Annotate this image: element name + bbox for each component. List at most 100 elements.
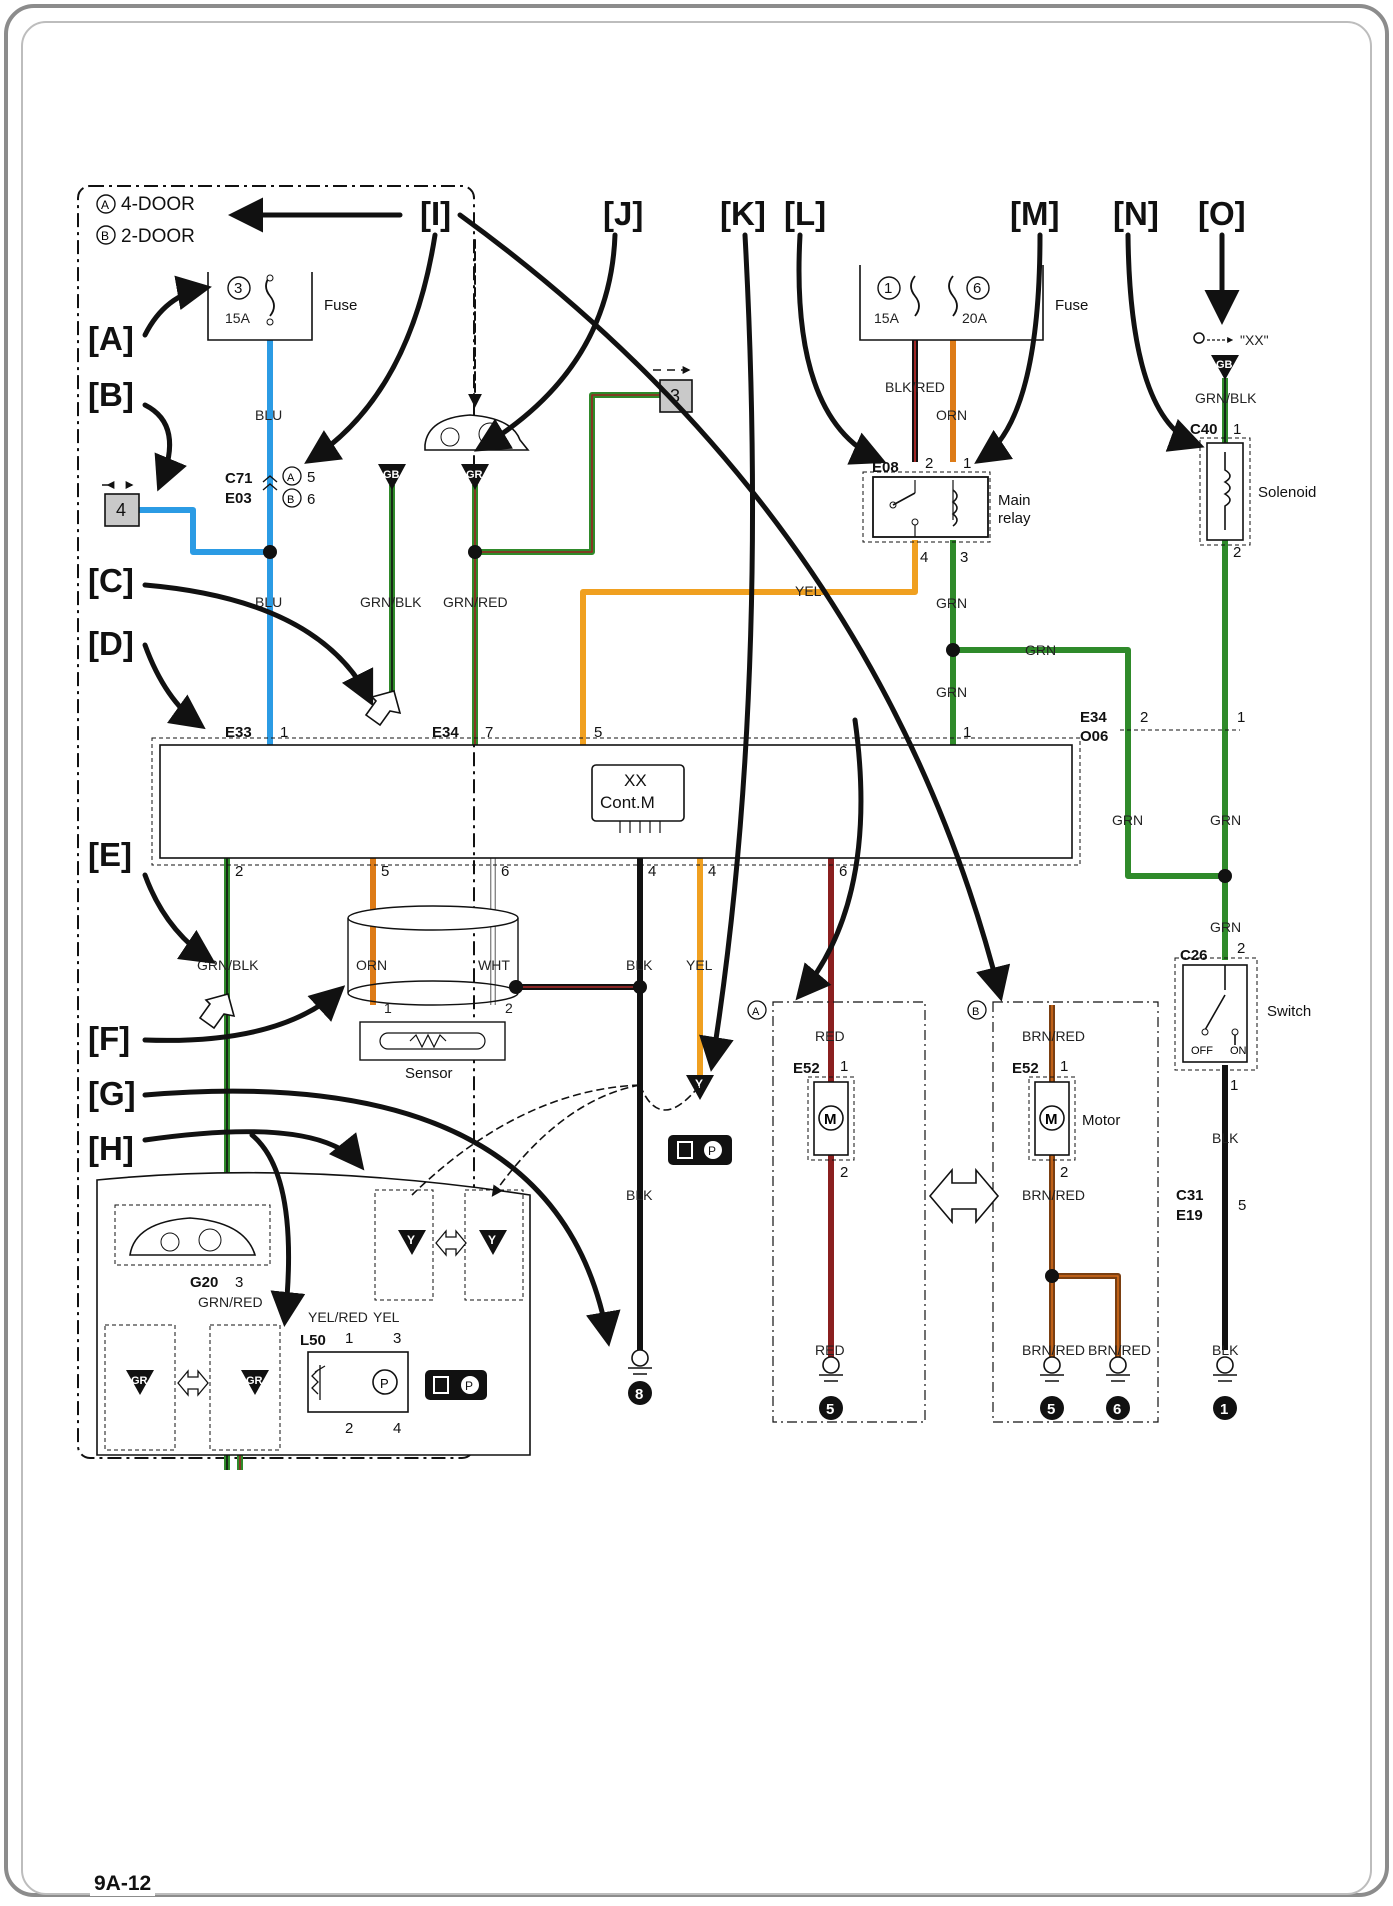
controller-block xyxy=(159,744,1073,859)
splice-grn xyxy=(946,643,960,657)
inset-splice-y-1-label: Y xyxy=(407,1233,415,1247)
splice-gr-top: GR xyxy=(461,464,489,490)
motor-b-m: M xyxy=(1045,1111,1058,1128)
ground-1-num: 1 xyxy=(1220,1401,1228,1418)
conn-e34: E34 xyxy=(432,724,459,741)
eye-icon xyxy=(1193,332,1205,344)
inset-alt-arrow-1 xyxy=(177,1369,209,1397)
label-blu-1: BLU xyxy=(255,407,282,423)
fuse-left-num: 3 xyxy=(234,280,242,297)
inset-pump-p: P xyxy=(380,1376,389,1391)
label-grn-2: GRN xyxy=(1025,642,1056,658)
label-blk-3: BLK xyxy=(1212,1130,1239,1146)
fuse-right-6-num: 6 xyxy=(973,280,981,297)
callout-l: [L] xyxy=(784,195,826,232)
label-blu-2: BLU xyxy=(255,594,282,610)
splice-gb-top-label: GB xyxy=(383,469,400,481)
conn-e08-p4: 4 xyxy=(920,549,928,566)
label-yel-2: YEL xyxy=(686,957,713,973)
page-frame-inner xyxy=(21,21,1372,1895)
splice-gb-right-label: GB xyxy=(1216,359,1233,371)
alternate-arrow xyxy=(928,1167,1000,1225)
controller-name2: Cont.M xyxy=(600,793,655,812)
label-yel-red: YEL/RED xyxy=(308,1309,368,1325)
inset-cluster-icon xyxy=(129,1217,257,1256)
pointer-c xyxy=(364,690,402,727)
callout-f: [F] xyxy=(88,1020,130,1057)
main-relay: Main relay E08 2 1 4 3 xyxy=(862,455,1031,566)
sensor: Sensor 1 2 xyxy=(347,905,519,1082)
callout-m: [M] xyxy=(1010,195,1059,232)
conn-c31: C31 xyxy=(1176,1187,1204,1204)
label-orn-2: ORN xyxy=(356,957,387,973)
pump-icon: P xyxy=(668,1135,732,1165)
splice-grn-red xyxy=(468,545,482,559)
legend-a-mark-text: A xyxy=(101,198,109,212)
fuse-left-label: Fuse xyxy=(324,297,357,314)
conn-c26: C26 xyxy=(1180,947,1208,964)
conn-c71-a-pin: 5 xyxy=(307,469,315,486)
conn-e34b: E34 xyxy=(1080,709,1107,726)
main-relay-label: Main xyxy=(998,492,1031,509)
fuse-box-left: 3 15A Fuse xyxy=(207,272,357,341)
fuse-left-rating: 15A xyxy=(225,310,251,326)
conn-e52a-p1: 1 xyxy=(840,1058,848,1075)
callout-e: [E] xyxy=(88,836,132,873)
motor-box-b xyxy=(992,1001,1159,1423)
conn-c71-mark xyxy=(262,475,278,491)
inset-cluster-box xyxy=(114,1204,271,1266)
fuse-right-1-rating: 15A xyxy=(874,310,900,326)
controller-name: XX xyxy=(624,771,647,790)
callout-i: [I] xyxy=(420,195,451,232)
label-orn-1: ORN xyxy=(936,407,967,423)
ground-5b: 5 xyxy=(1040,1356,1064,1420)
switch-off: OFF xyxy=(1191,1045,1213,1057)
solenoid: Solenoid C40 1 2 xyxy=(1190,421,1316,561)
label-grn-6: GRN xyxy=(1210,919,1241,935)
conn-l50-p4: 4 xyxy=(393,1420,401,1437)
switch: OFF ON Switch C26 2 1 xyxy=(1174,940,1311,1094)
callout-k: [K] xyxy=(720,195,766,232)
xx-signal: "XX" xyxy=(1240,332,1269,348)
conn-e34b-p1: 1 xyxy=(1237,709,1245,726)
label-brn-red-2: BRN/RED xyxy=(1022,1187,1085,1203)
label-blk-4: BLK xyxy=(1212,1342,1239,1358)
pin-bot-6: 6 xyxy=(501,863,509,880)
wire-grn-branch xyxy=(953,647,1225,879)
motor-box-a-mark: A xyxy=(752,1006,760,1018)
ref-box-4-text: 4 xyxy=(116,500,126,520)
conn-e08-p3: 3 xyxy=(960,549,968,566)
legend-b-mark-text: B xyxy=(101,229,109,243)
label-brn-red-1: BRN/RED xyxy=(1022,1028,1085,1044)
conn-c40-p1: 1 xyxy=(1233,421,1241,438)
wire-grn-red-branch-core xyxy=(475,394,660,553)
callout-a: [A] xyxy=(88,320,134,357)
motor-label: Motor xyxy=(1082,1112,1120,1129)
label-blk-1: BLK xyxy=(626,957,653,973)
label-brn-red-3: BRN/RED xyxy=(1022,1342,1085,1358)
splice-gr-top-label: GR xyxy=(466,469,483,481)
conn-c26-p1: 1 xyxy=(1230,1077,1238,1094)
fuse-right-1-num: 1 xyxy=(884,280,892,297)
conn-c71-b-pin: 6 xyxy=(307,491,315,508)
inset-gr-box-2 xyxy=(209,1324,281,1451)
ground-8-num: 8 xyxy=(635,1386,643,1403)
conn-c71-b-mark: B xyxy=(287,494,294,506)
conn-e03: E03 xyxy=(225,490,252,507)
inset-alt-arrow-2 xyxy=(435,1229,467,1257)
conn-l50-p3: 3 xyxy=(393,1330,401,1347)
fuse-box-right: 1 15A 6 20A Fuse xyxy=(859,265,1088,341)
cluster-gauge-icon xyxy=(424,414,530,451)
conn-c40-p2: 2 xyxy=(1233,544,1241,561)
page-number: 9A-12 xyxy=(90,1872,156,1896)
conn-e52b-p2: 2 xyxy=(1060,1164,1068,1181)
conn-g20-p3: 3 xyxy=(235,1274,243,1291)
controller-icon xyxy=(591,764,685,822)
inset-splice-y-2-label: Y xyxy=(488,1233,496,1247)
label-wht: WHT xyxy=(478,957,510,973)
label-brn-red-4: BRN/RED xyxy=(1088,1342,1151,1358)
conn-e52b-p1: 1 xyxy=(1060,1058,1068,1075)
conn-e33-pin: 1 xyxy=(280,724,288,741)
switch-label: Switch xyxy=(1267,1003,1311,1020)
